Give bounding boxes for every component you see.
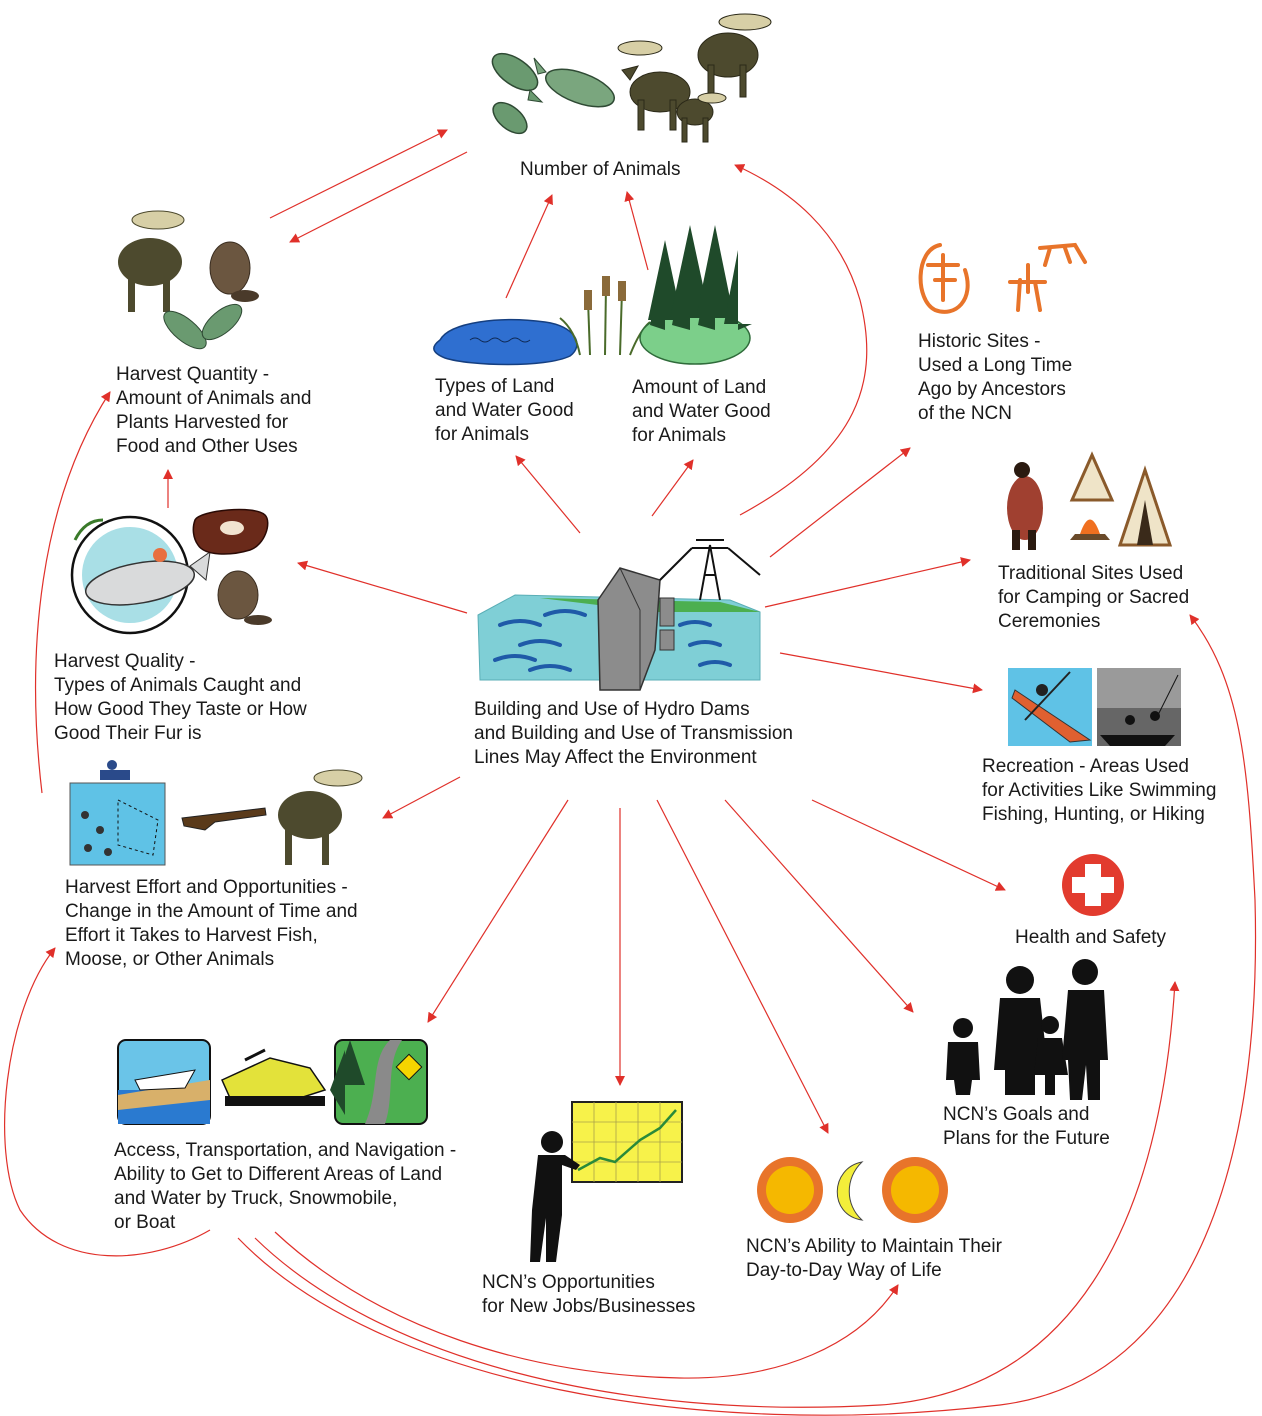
- arrow-types-to-number: [505, 194, 553, 299]
- fish-icon: [163, 303, 243, 350]
- harvest-effort-illustration: [69, 760, 363, 866]
- red-cross-icon: [1062, 854, 1124, 916]
- arrow-center-to-way-of-life: [656, 799, 829, 1134]
- label-center: Building and Use of Hydro Dams and Build…: [474, 699, 793, 768]
- sun-icon: [757, 1157, 823, 1223]
- beaver-icon: [217, 570, 272, 625]
- arrow-quantity-to-number: [269, 129, 448, 219]
- campfire-icon: [1070, 519, 1110, 540]
- way-of-life-illustration: [757, 1157, 948, 1223]
- arrow-amount-to-number: [624, 191, 649, 271]
- arrow-center-to-access: [427, 799, 569, 1023]
- arrow-access-to-way-of-life: [274, 1231, 899, 1379]
- recreation-illustration: [1008, 668, 1181, 746]
- presenter-chart-icon: [530, 1101, 683, 1262]
- label-types-of-land: Types of Land and Water Good for Animals: [435, 376, 574, 445]
- forest-island-icon: [639, 225, 752, 365]
- label-access: Access, Transportation, and Navigation -…: [114, 1140, 457, 1233]
- traditional-sites-illustration: [1007, 451, 1173, 550]
- label-way-of-life: NCN’s Ability to Maintain Their Day-to-D…: [746, 1236, 1002, 1281]
- arrow-access-to-traditional-sites: [237, 614, 1257, 1416]
- family-silhouette-icon: [946, 959, 1108, 1100]
- fishing-net-icon: [69, 760, 166, 866]
- label-recreation: Recreation - Areas Used for Activities L…: [982, 756, 1217, 825]
- boat-icon: [117, 1039, 211, 1125]
- road-icon: [330, 1039, 428, 1125]
- label-amount-of-land: Amount of Land and Water Good for Animal…: [632, 377, 771, 446]
- boat-fishing-icon: [1097, 668, 1181, 746]
- snowmobile-icon: [221, 1048, 327, 1106]
- transmission-tower-icon: [659, 539, 761, 601]
- arrow-center-to-historic-sites: [769, 447, 911, 558]
- hydro-dam-illustration: [477, 539, 761, 691]
- harvest-quantity-illustration: [118, 210, 259, 350]
- label-number-of-animals: Number of Animals: [520, 159, 681, 180]
- arrow-center-to-traditional-sites: [764, 557, 971, 608]
- beaver-icon: [209, 241, 259, 302]
- kayak-icon: [1008, 668, 1092, 746]
- arrow-access-to-effort: [4, 947, 211, 1257]
- habitat-illustration: [433, 225, 752, 366]
- moose-icon: [617, 13, 772, 143]
- arrow-center-to-types-of-land: [515, 455, 581, 534]
- label-harvest-effort: Harvest Effort and Opportunities - Chang…: [65, 877, 358, 970]
- moon-icon: [836, 1161, 864, 1221]
- rifle-icon: [181, 807, 267, 831]
- arrow-center-to-harvest-quality: [297, 560, 468, 614]
- arrow-number-to-quantity: [289, 151, 468, 243]
- access-illustration: [117, 1039, 428, 1125]
- petroglyph-icon: [918, 242, 1087, 314]
- arrow-center-to-number-of-animals: [734, 164, 868, 516]
- sun-icon: [882, 1157, 948, 1223]
- arrow-center-to-health-safety: [811, 799, 1006, 891]
- label-traditional-sites: Traditional Sites Used for Camping or Sa…: [998, 563, 1190, 632]
- moose-icon: [278, 769, 363, 865]
- hydro-dam-icon: [597, 567, 675, 691]
- label-health-safety: Health and Safety: [1015, 927, 1167, 948]
- number-of-animals-illustration: [491, 13, 772, 143]
- label-harvest-quality: Harvest Quality - Types of Animals Caugh…: [54, 651, 307, 744]
- arrow-center-to-goals-plans: [724, 799, 914, 1013]
- moose-icon: [118, 210, 185, 312]
- fish-plate-icon: [70, 515, 211, 635]
- arrow-access-to-health-safety: [254, 981, 1180, 1408]
- arrow-effort-to-quantity: [35, 391, 111, 794]
- label-historic-sites: Historic Sites - Used a Long Time Ago by…: [918, 331, 1073, 424]
- arrow-center-to-recreation: [779, 652, 983, 694]
- label-harvest-quantity: Harvest Quantity - Amount of Animals and…: [116, 364, 312, 457]
- arrow-center-to-harvest-effort: [382, 776, 461, 819]
- dancer-icon: [1007, 462, 1043, 550]
- harvest-quality-illustration: [70, 508, 272, 635]
- label-goals-plans: NCN’s Goals and Plans for the Future: [943, 1104, 1110, 1149]
- steak-icon: [192, 508, 269, 555]
- arrow-center-to-amount-of-land: [651, 459, 694, 517]
- label-jobs: NCN’s Opportunities for New Jobs/Busines…: [482, 1272, 696, 1317]
- fish-icon: [491, 52, 615, 135]
- tipi-icon: [1069, 451, 1173, 547]
